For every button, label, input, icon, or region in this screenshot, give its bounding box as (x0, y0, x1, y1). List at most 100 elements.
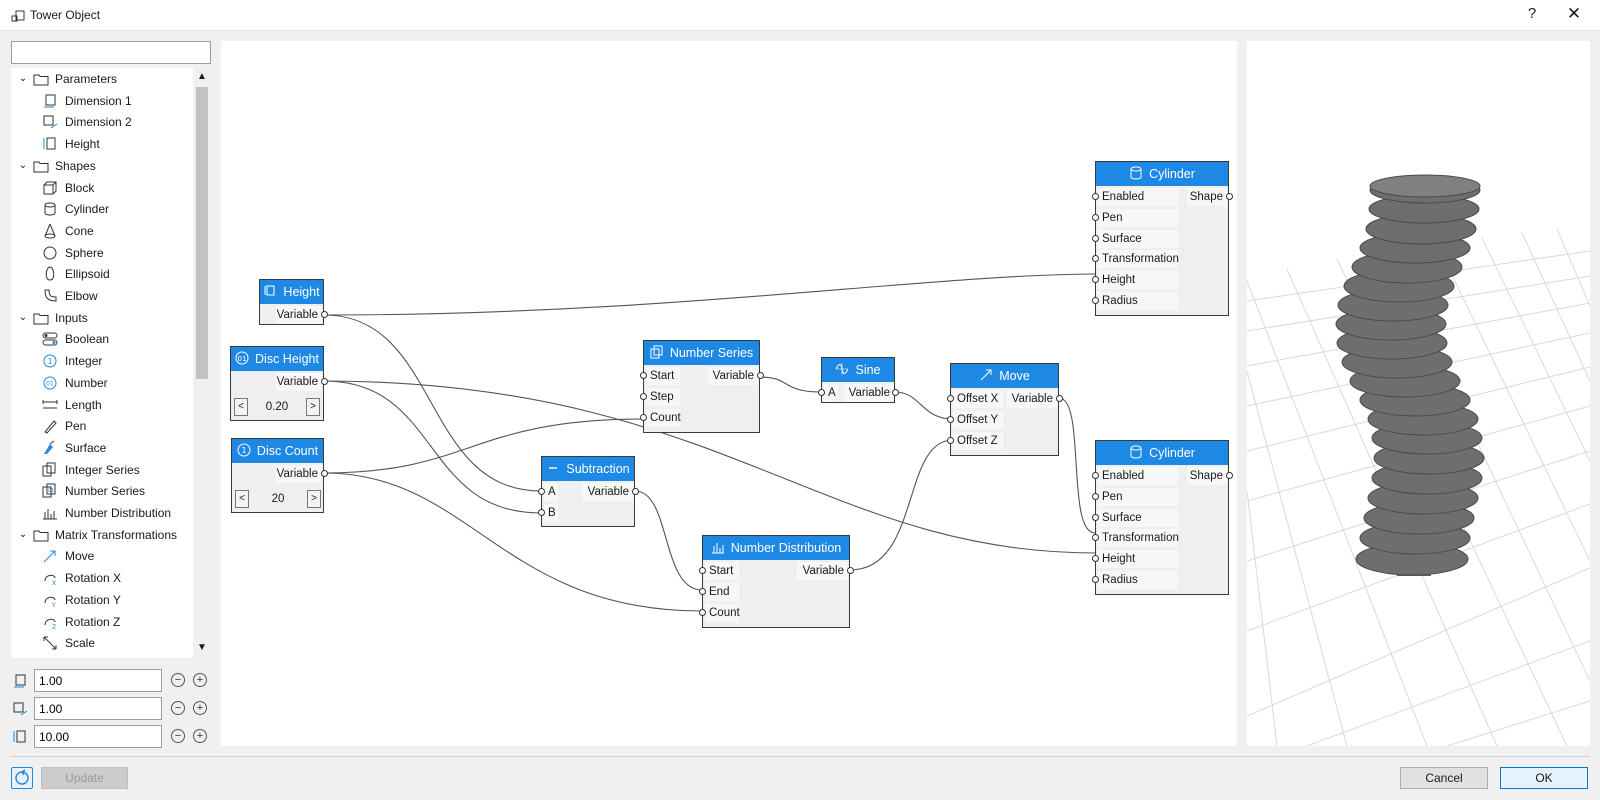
node-number-distribution-header[interactable]: Number Distribution (703, 536, 849, 560)
input-connector[interactable] (538, 488, 545, 495)
output-connector[interactable] (321, 470, 328, 477)
decrease-button[interactable]: < (235, 490, 249, 508)
tree-item-elbow[interactable]: Elbow (11, 285, 191, 307)
chevron-down-icon[interactable]: ⌄ (18, 159, 28, 171)
increase-button[interactable]: > (306, 398, 320, 416)
tree-item-cone[interactable]: Cone (11, 220, 191, 242)
increase-dimension-2-button[interactable]: + (193, 701, 207, 715)
input-connector[interactable] (1092, 472, 1099, 479)
tree-item-dimension-2[interactable]: Dimension 2 (11, 111, 191, 133)
input-connector[interactable] (699, 567, 706, 574)
tree-item-ellipsoid[interactable]: Ellipsoid (11, 263, 191, 285)
tree-item-height[interactable]: Height (11, 133, 191, 155)
input-connector[interactable] (1092, 555, 1099, 562)
tree-item-surface[interactable]: Surface (11, 437, 191, 459)
input-connector[interactable] (1092, 276, 1099, 283)
input-connector[interactable] (1092, 193, 1099, 200)
search-input[interactable] (11, 41, 211, 64)
output-connector[interactable] (757, 372, 764, 379)
node-sine-header[interactable]: Sine (822, 358, 894, 382)
input-connector[interactable] (640, 414, 647, 421)
node-cylinder-top-header[interactable]: Cylinder (1096, 162, 1228, 186)
output-connector[interactable] (321, 311, 328, 318)
input-connector[interactable] (1092, 493, 1099, 500)
node-subtraction[interactable]: Subtraction A B Variable (538, 456, 639, 527)
input-connector[interactable] (1092, 514, 1099, 521)
input-connector[interactable] (1092, 214, 1099, 221)
input-connector[interactable] (1092, 297, 1099, 304)
decrease-dimension-2-button[interactable]: − (171, 701, 185, 715)
increase-button[interactable]: > (307, 490, 321, 508)
disc-height-stepper[interactable]: < 0.20 > (234, 398, 320, 417)
disc-count-stepper[interactable]: < 20 > (235, 490, 321, 509)
node-move-header[interactable]: Move (951, 364, 1058, 388)
3d-preview[interactable] (1246, 41, 1591, 747)
node-subtraction-header[interactable]: Subtraction (542, 457, 634, 481)
tree-item-integer-series[interactable]: Integer Series (11, 459, 191, 481)
input-connector[interactable] (947, 437, 954, 444)
update-button[interactable]: Update (41, 767, 128, 789)
node-height[interactable]: Height Variable (259, 279, 328, 325)
output-connector[interactable] (632, 488, 639, 495)
scroll-thumb[interactable] (196, 87, 208, 379)
node-move[interactable]: Move Offset X Offset Y Offset Z Variable (947, 363, 1063, 456)
height-input[interactable] (34, 725, 162, 748)
tree-item-number-distribution[interactable]: Number Distribution (11, 502, 191, 524)
tree-category-matrix-transformations[interactable]: ⌄Matrix Transformations (11, 524, 191, 546)
increase-dimension-1-button[interactable]: + (193, 673, 207, 687)
tree-category-inputs[interactable]: ⌄Inputs (11, 307, 191, 329)
node-cylinder-top[interactable]: Cylinder Enabled Pen Surface Transformat… (1092, 161, 1233, 316)
tree-item-pen[interactable]: Pen (11, 415, 191, 437)
tree-category-shapes[interactable]: ⌄Shapes (11, 155, 191, 177)
tree-item-dimension-1[interactable]: Dimension 1 (11, 90, 191, 112)
input-connector[interactable] (640, 393, 647, 400)
node-sine[interactable]: Sine A Variable (818, 357, 899, 403)
input-connector[interactable] (947, 395, 954, 402)
output-connector[interactable] (1056, 395, 1063, 402)
node-number-distribution[interactable]: Number Distribution Start End Count Vari… (699, 535, 854, 628)
input-connector[interactable] (1092, 235, 1099, 242)
decrease-dimension-1-button[interactable]: − (171, 673, 185, 687)
tree-item-block[interactable]: Block (11, 177, 191, 199)
node-number-series-header[interactable]: Number Series (644, 341, 759, 365)
scroll-up-icon[interactable]: ▲ (197, 71, 207, 82)
output-connector[interactable] (847, 567, 854, 574)
input-connector[interactable] (1092, 255, 1099, 262)
disc-count-value[interactable]: 20 (271, 493, 285, 505)
tree-item-cylinder[interactable]: Cylinder (11, 198, 191, 220)
cancel-button[interactable]: Cancel (1400, 767, 1488, 789)
tree-item-move[interactable]: Move (11, 545, 191, 567)
auto-update-toggle[interactable] (11, 767, 33, 789)
dimension-2-input[interactable] (34, 697, 162, 720)
input-connector[interactable] (538, 509, 545, 516)
input-connector[interactable] (1092, 534, 1099, 541)
input-connector[interactable] (818, 389, 825, 396)
dimension-1-input[interactable] (34, 669, 162, 692)
output-connector[interactable] (892, 389, 899, 396)
tree-item-length[interactable]: Length (11, 394, 191, 416)
tree-item-boolean[interactable]: Boolean (11, 328, 191, 350)
node-cylinder-bottom[interactable]: Cylinder Enabled Pen Surface Transformat… (1092, 440, 1233, 595)
input-connector[interactable] (1092, 576, 1099, 583)
tree-scrollbar[interactable]: ▲ ▼ (193, 68, 211, 658)
chevron-down-icon[interactable]: ⌄ (18, 311, 28, 323)
input-connector[interactable] (947, 416, 954, 423)
decrease-height-button[interactable]: − (171, 729, 185, 743)
output-connector[interactable] (1226, 193, 1233, 200)
chevron-down-icon[interactable]: ⌄ (18, 73, 28, 84)
output-connector[interactable] (321, 378, 328, 385)
tree-category-parameters[interactable]: ⌄Parameters (11, 68, 191, 90)
scroll-down-icon[interactable]: ▼ (197, 642, 207, 653)
output-connector[interactable] (1226, 472, 1233, 479)
node-number-series[interactable]: Number Series Start Step Count Variable (640, 340, 764, 433)
